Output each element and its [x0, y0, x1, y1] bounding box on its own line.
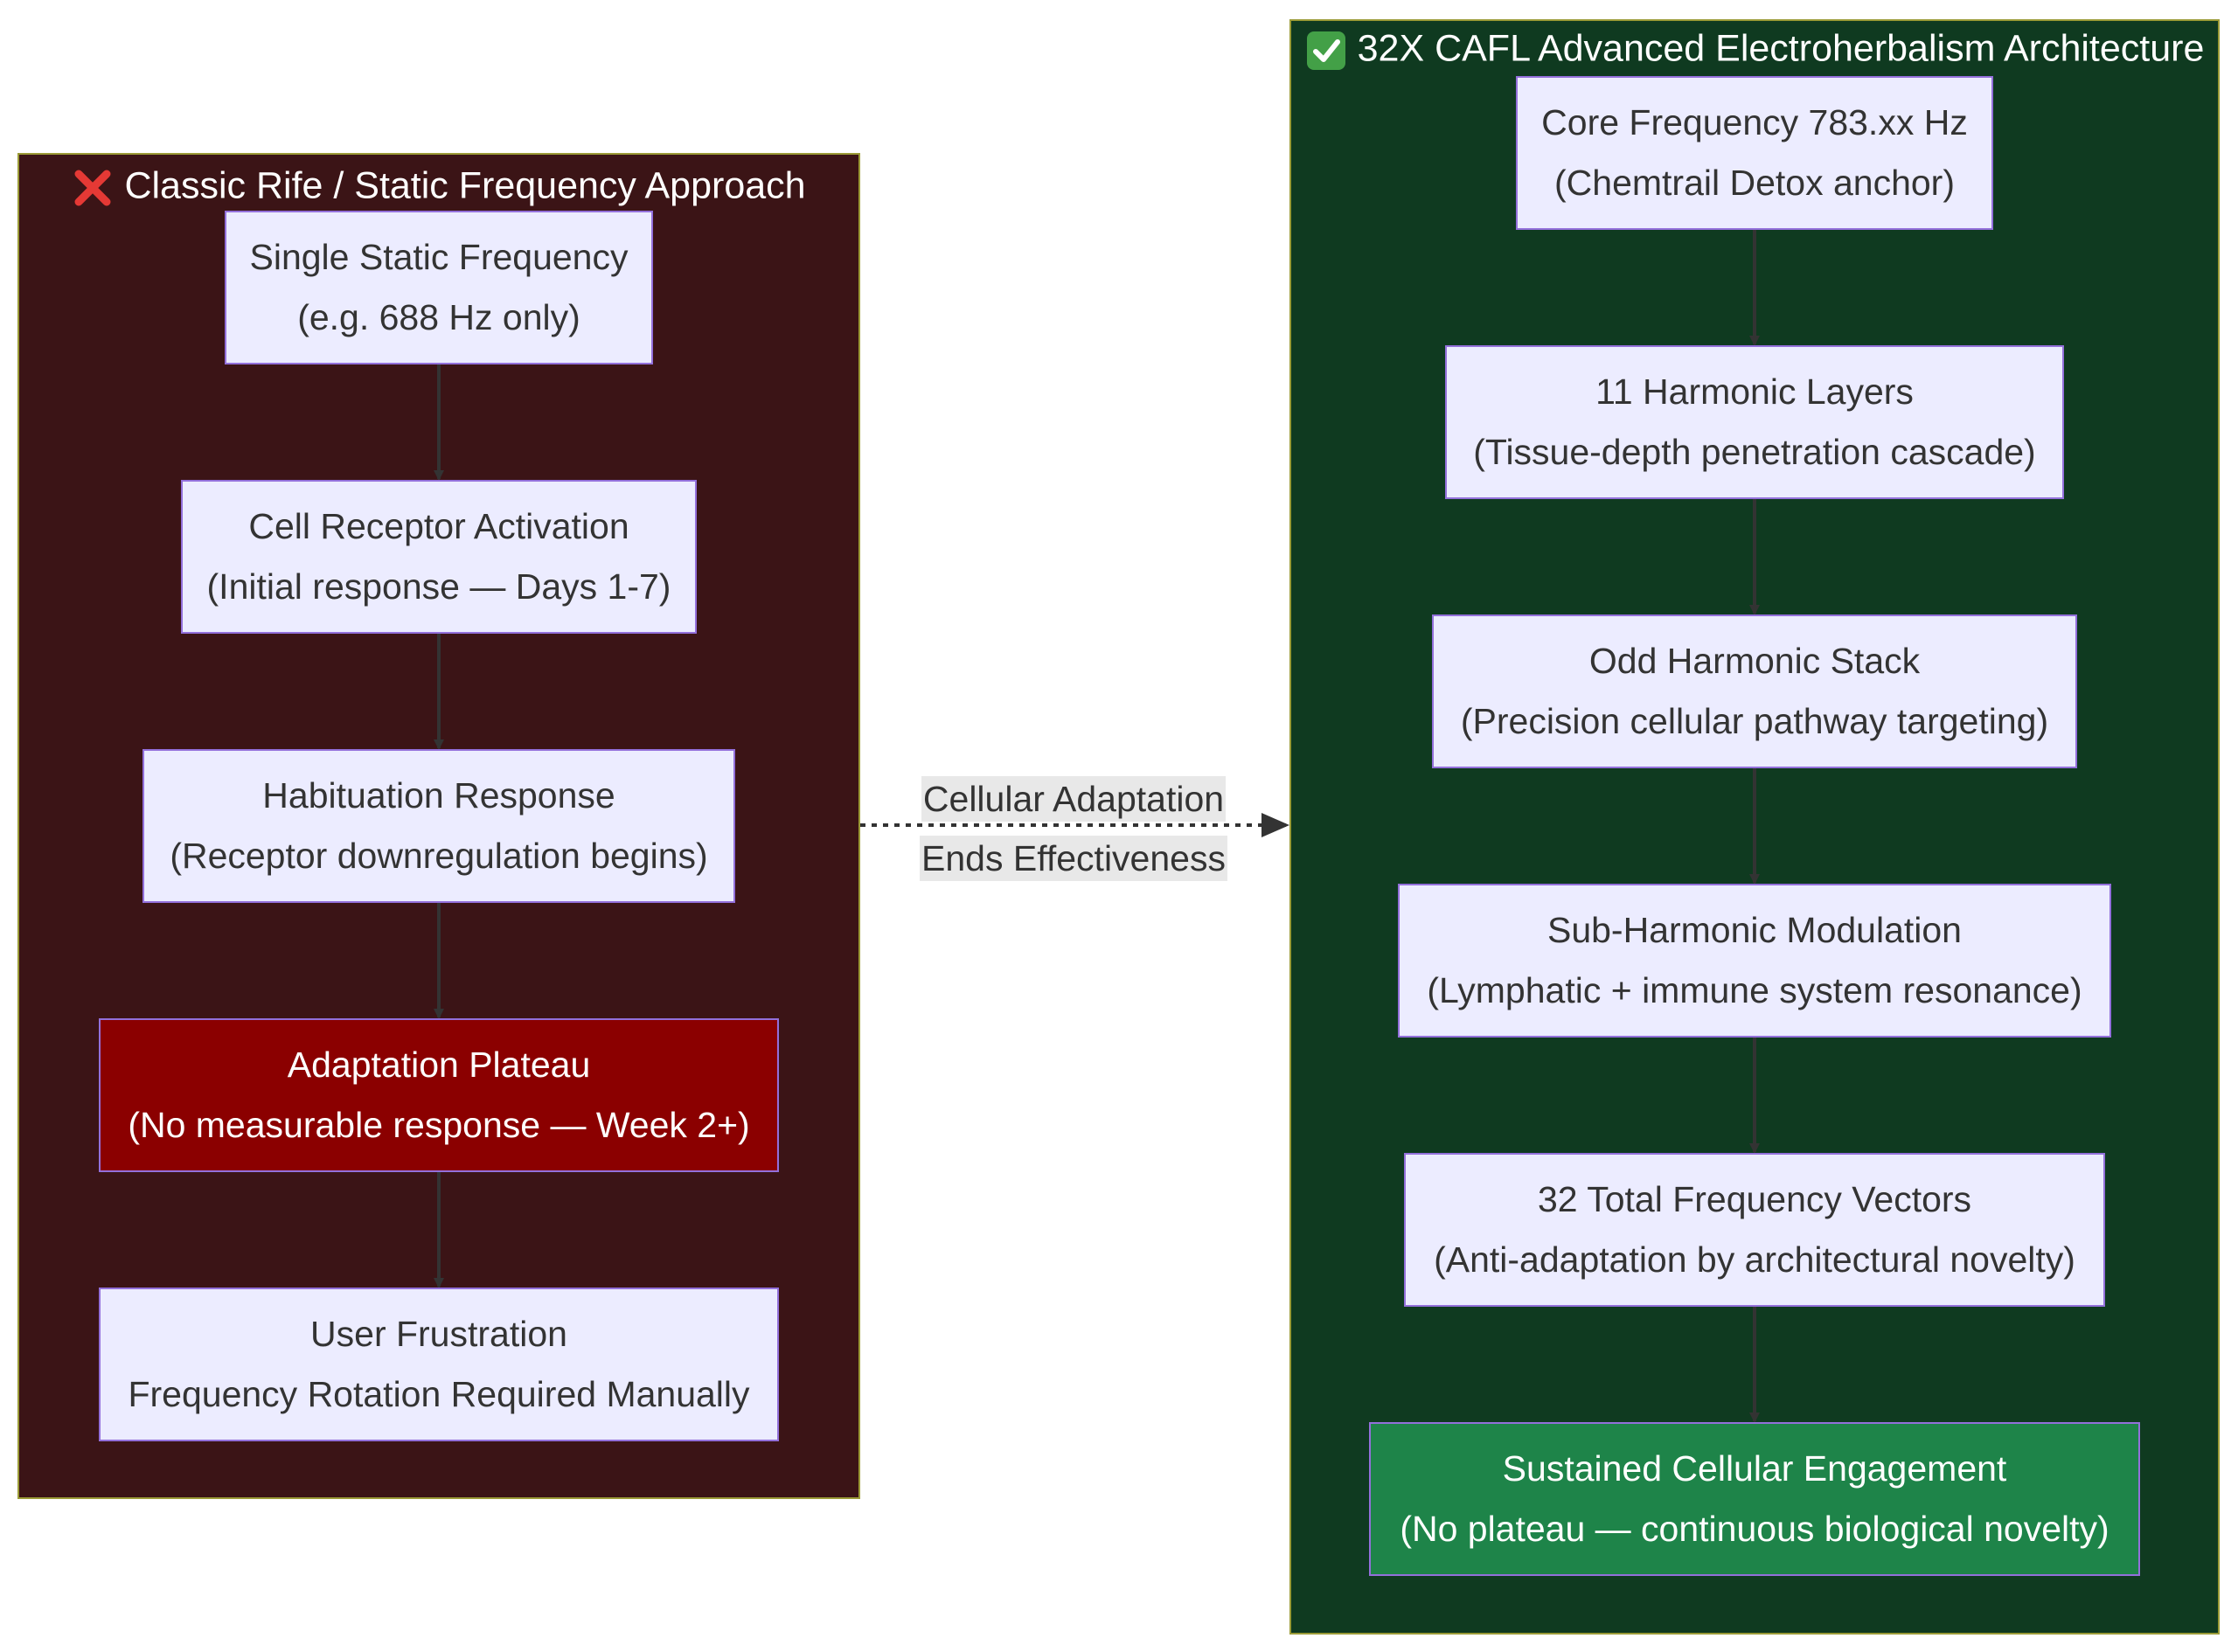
node-habituation-response: Habituation Response (Receptor downregul… — [142, 749, 735, 903]
node-line1: Odd Harmonic Stack — [1588, 641, 1921, 681]
node-line1: User Frustration — [310, 1314, 567, 1354]
connector-label-line1: Cellular Adaptation — [921, 776, 1227, 822]
check-mark-icon — [1306, 31, 1345, 70]
node-line2: (Lymphatic + immune system resonance) — [1427, 970, 2082, 1010]
node-core-frequency: Core Frequency 783.xx Hz (Chemtrail Deto… — [1516, 76, 1993, 230]
node-line1: Core Frequency 783.xx Hz — [1541, 102, 1968, 142]
node-single-static-frequency: Single Static Frequency (e.g. 688 Hz onl… — [225, 211, 653, 364]
node-line1: Habituation Response — [262, 775, 615, 816]
node-line2: (No plateau — continuous biological nove… — [1400, 1509, 2109, 1549]
node-line1: Sub-Harmonic Modulation — [1546, 910, 1962, 950]
node-line2: (No measurable response — Week 2+) — [128, 1105, 750, 1145]
node-line1: 11 Harmonic Layers — [1595, 371, 1914, 412]
node-line1: Adaptation Plateau — [287, 1045, 591, 1085]
connector-label: Cellular Adaptation Ends Effectiveness — [914, 769, 1234, 888]
node-11-harmonic-layers: 11 Harmonic Layers (Tissue-depth penetra… — [1445, 345, 2064, 499]
node-line2: (Precision cellular pathway targeting) — [1460, 701, 2049, 741]
node-cell-receptor-activation: Cell Receptor Activation (Initial respon… — [181, 480, 697, 634]
node-sustained-cellular-engagement: Sustained Cellular Engagement (No platea… — [1369, 1422, 2140, 1576]
node-line2: (Chemtrail Detox anchor) — [1554, 163, 1955, 203]
node-32-total-frequency-vectors: 32 Total Frequency Vectors (Anti-adaptat… — [1404, 1153, 2105, 1307]
node-line2: Frequency Rotation Required Manually — [128, 1374, 750, 1414]
node-user-frustration: User Frustration Frequency Rotation Requ… — [99, 1288, 779, 1441]
cross-mark-icon — [74, 170, 111, 206]
node-line1: Single Static Frequency — [249, 237, 629, 277]
left-cluster-title: Classic Rife / Static Frequency Approach — [19, 167, 858, 209]
right-cluster-title-text: 32X CAFL Advanced Electroherbalism Archi… — [1357, 27, 2205, 70]
node-adaptation-plateau: Adaptation Plateau (No measurable respon… — [99, 1018, 779, 1172]
node-line1: Sustained Cellular Engagement — [1502, 1448, 2007, 1489]
node-line2: (e.g. 688 Hz only) — [297, 297, 580, 337]
left-cluster-title-text: Classic Rife / Static Frequency Approach — [124, 164, 806, 207]
node-line2: (Anti-adaptation by architectural novelt… — [1434, 1239, 2075, 1280]
connector-label-line2: Ends Effectiveness — [920, 836, 1227, 881]
right-cluster-title: 32X CAFL Advanced Electroherbalism Archi… — [1291, 30, 2218, 72]
node-line2: (Tissue-depth penetration cascade) — [1473, 432, 2036, 472]
node-odd-harmonic-stack: Odd Harmonic Stack (Precision cellular p… — [1432, 614, 2077, 768]
node-line1: 32 Total Frequency Vectors — [1537, 1179, 1972, 1219]
node-line2: (Initial response — Days 1-7) — [206, 566, 671, 607]
node-line1: Cell Receptor Activation — [248, 506, 629, 546]
node-sub-harmonic-modulation: Sub-Harmonic Modulation (Lymphatic + imm… — [1398, 884, 2111, 1038]
node-line2: (Receptor downregulation begins) — [170, 836, 708, 876]
